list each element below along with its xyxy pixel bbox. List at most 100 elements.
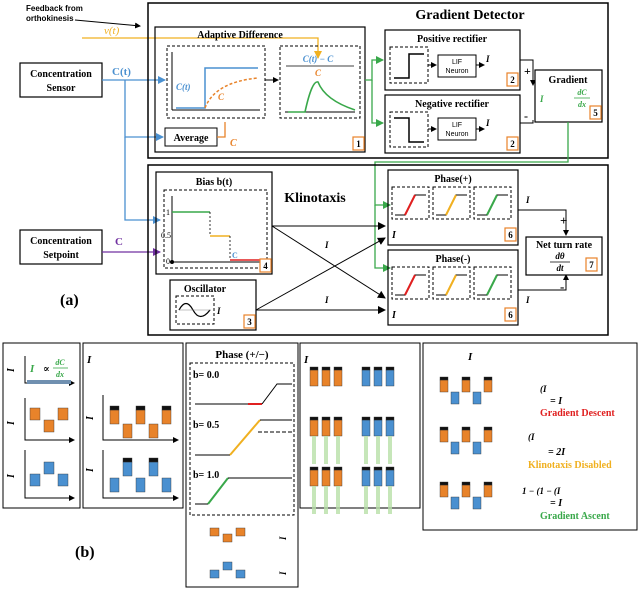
box-num-7 [585, 257, 598, 272]
svg-text:3: 3 [247, 317, 252, 327]
svg-text:6: 6 [508, 310, 513, 320]
iosc-out: I [216, 306, 221, 316]
net-pulse [483, 484, 493, 498]
iph-pulse [333, 369, 343, 387]
phase-minus-green [486, 274, 498, 296]
concentration-setpoint-box [19, 229, 103, 265]
col3-b10: b= 1.0 [193, 470, 219, 481]
net-pulse [461, 379, 471, 393]
col3-iin-plus: I [278, 536, 288, 541]
iosc-plus-pulse [29, 407, 41, 421]
ascent-label: Gradient Ascent [540, 511, 610, 522]
iph-cap [385, 466, 395, 471]
net-pulse [450, 441, 460, 455]
iph-pulse [321, 419, 331, 437]
phase-plus-yellow [445, 194, 457, 216]
iin-plus-cap [109, 405, 120, 411]
gradient-dc: dC [577, 88, 587, 97]
pos-to-gradient [520, 59, 536, 86]
gradient-detector-box [147, 2, 609, 159]
sensor-label-2: Sensor [47, 83, 76, 94]
iin-minus: I [391, 310, 397, 321]
ct-line-average [124, 80, 164, 141]
col2-iin-plus: I [85, 415, 96, 421]
net-dtheta: dθ [555, 251, 565, 261]
net-pulse [483, 429, 493, 443]
phase-minus-plot3 [473, 266, 512, 300]
col3-plus-pulse [222, 533, 233, 543]
gradient-bar [364, 436, 368, 464]
lif-label-neg: LIF [452, 122, 462, 129]
phase-minus-yellow [445, 274, 457, 296]
iosc-plus-label: I [324, 240, 329, 250]
cavg-output: C [230, 138, 237, 149]
adaptive-output-plot [279, 45, 361, 119]
net-cap [439, 481, 449, 486]
iph-cap [321, 416, 331, 421]
cavg-curve-label: C [218, 92, 225, 102]
iph-pulse [385, 369, 395, 387]
bias-box [155, 171, 273, 275]
iin-minus-pulse [109, 477, 120, 493]
disabled-eq2: = 2I [548, 447, 566, 458]
col3-b10-green [207, 477, 229, 505]
net-turn-title: Net turn rate [536, 240, 593, 251]
gradient-bar [364, 486, 368, 514]
iph-pulse [309, 369, 319, 387]
col3-plus-pulse [235, 527, 246, 537]
bias-title: Bias b(t) [196, 177, 232, 188]
iph-pulse [333, 419, 343, 437]
descent-label: Gradient Descent [540, 408, 615, 419]
iph-pulse [321, 369, 331, 387]
phase-plus-plot2 [432, 186, 471, 220]
svg-text:6: 6 [508, 230, 513, 240]
phase-minus-title: Phase(-) [436, 254, 471, 265]
osc-to-phase-plus [255, 237, 386, 311]
box-num-2a [506, 72, 519, 87]
col3-iin-minus: I [278, 571, 288, 576]
bias-y05: 0.5 [161, 231, 171, 240]
iin-minus-cap [122, 457, 133, 463]
net-pulse [439, 429, 449, 443]
iph-pulse [373, 419, 383, 437]
col1-ig: I [29, 363, 35, 375]
formula-bottom: C [315, 68, 322, 78]
net-pulse [472, 391, 482, 405]
iph-pulse [385, 469, 395, 487]
iph-cap [385, 366, 395, 371]
bias-plot [163, 189, 268, 269]
net-cap [483, 481, 493, 486]
to-positive-rectifier [365, 56, 384, 81]
iin-plus-pulse [135, 409, 146, 425]
gradient-bar [324, 486, 328, 514]
col2-box [82, 342, 184, 509]
gradient-dx: dx [578, 100, 586, 109]
col2-eq: I [86, 354, 92, 366]
setpoint-label-1: Concentration [30, 236, 92, 247]
col3-b0-rise [261, 383, 292, 405]
iph-cap [321, 466, 331, 471]
gradient-bar [388, 486, 392, 514]
net-cap [461, 481, 471, 486]
iph-pulse [361, 369, 371, 387]
phase-minus-box [387, 249, 519, 326]
iin-minus-pulse [148, 461, 159, 477]
net-cap [483, 376, 493, 381]
ig-to-phase-plus [374, 122, 569, 209]
col1-dc: dC [55, 358, 65, 367]
net-pulse [472, 441, 482, 455]
box-num-1 [352, 136, 365, 151]
gradient-plus: + [524, 64, 531, 78]
bias-y0: 0 [166, 257, 170, 266]
col1-ig-bar [27, 380, 71, 384]
descent-eq2: = I [550, 396, 563, 407]
col1-box [2, 342, 81, 509]
iph-cap [373, 466, 383, 471]
klinotaxis-box [147, 164, 609, 336]
iph-cap [361, 366, 371, 371]
col3-minus-pulse [235, 569, 246, 579]
col1-axes2 [24, 398, 75, 443]
iph-pulse [321, 469, 331, 487]
net-pulse [461, 484, 471, 498]
